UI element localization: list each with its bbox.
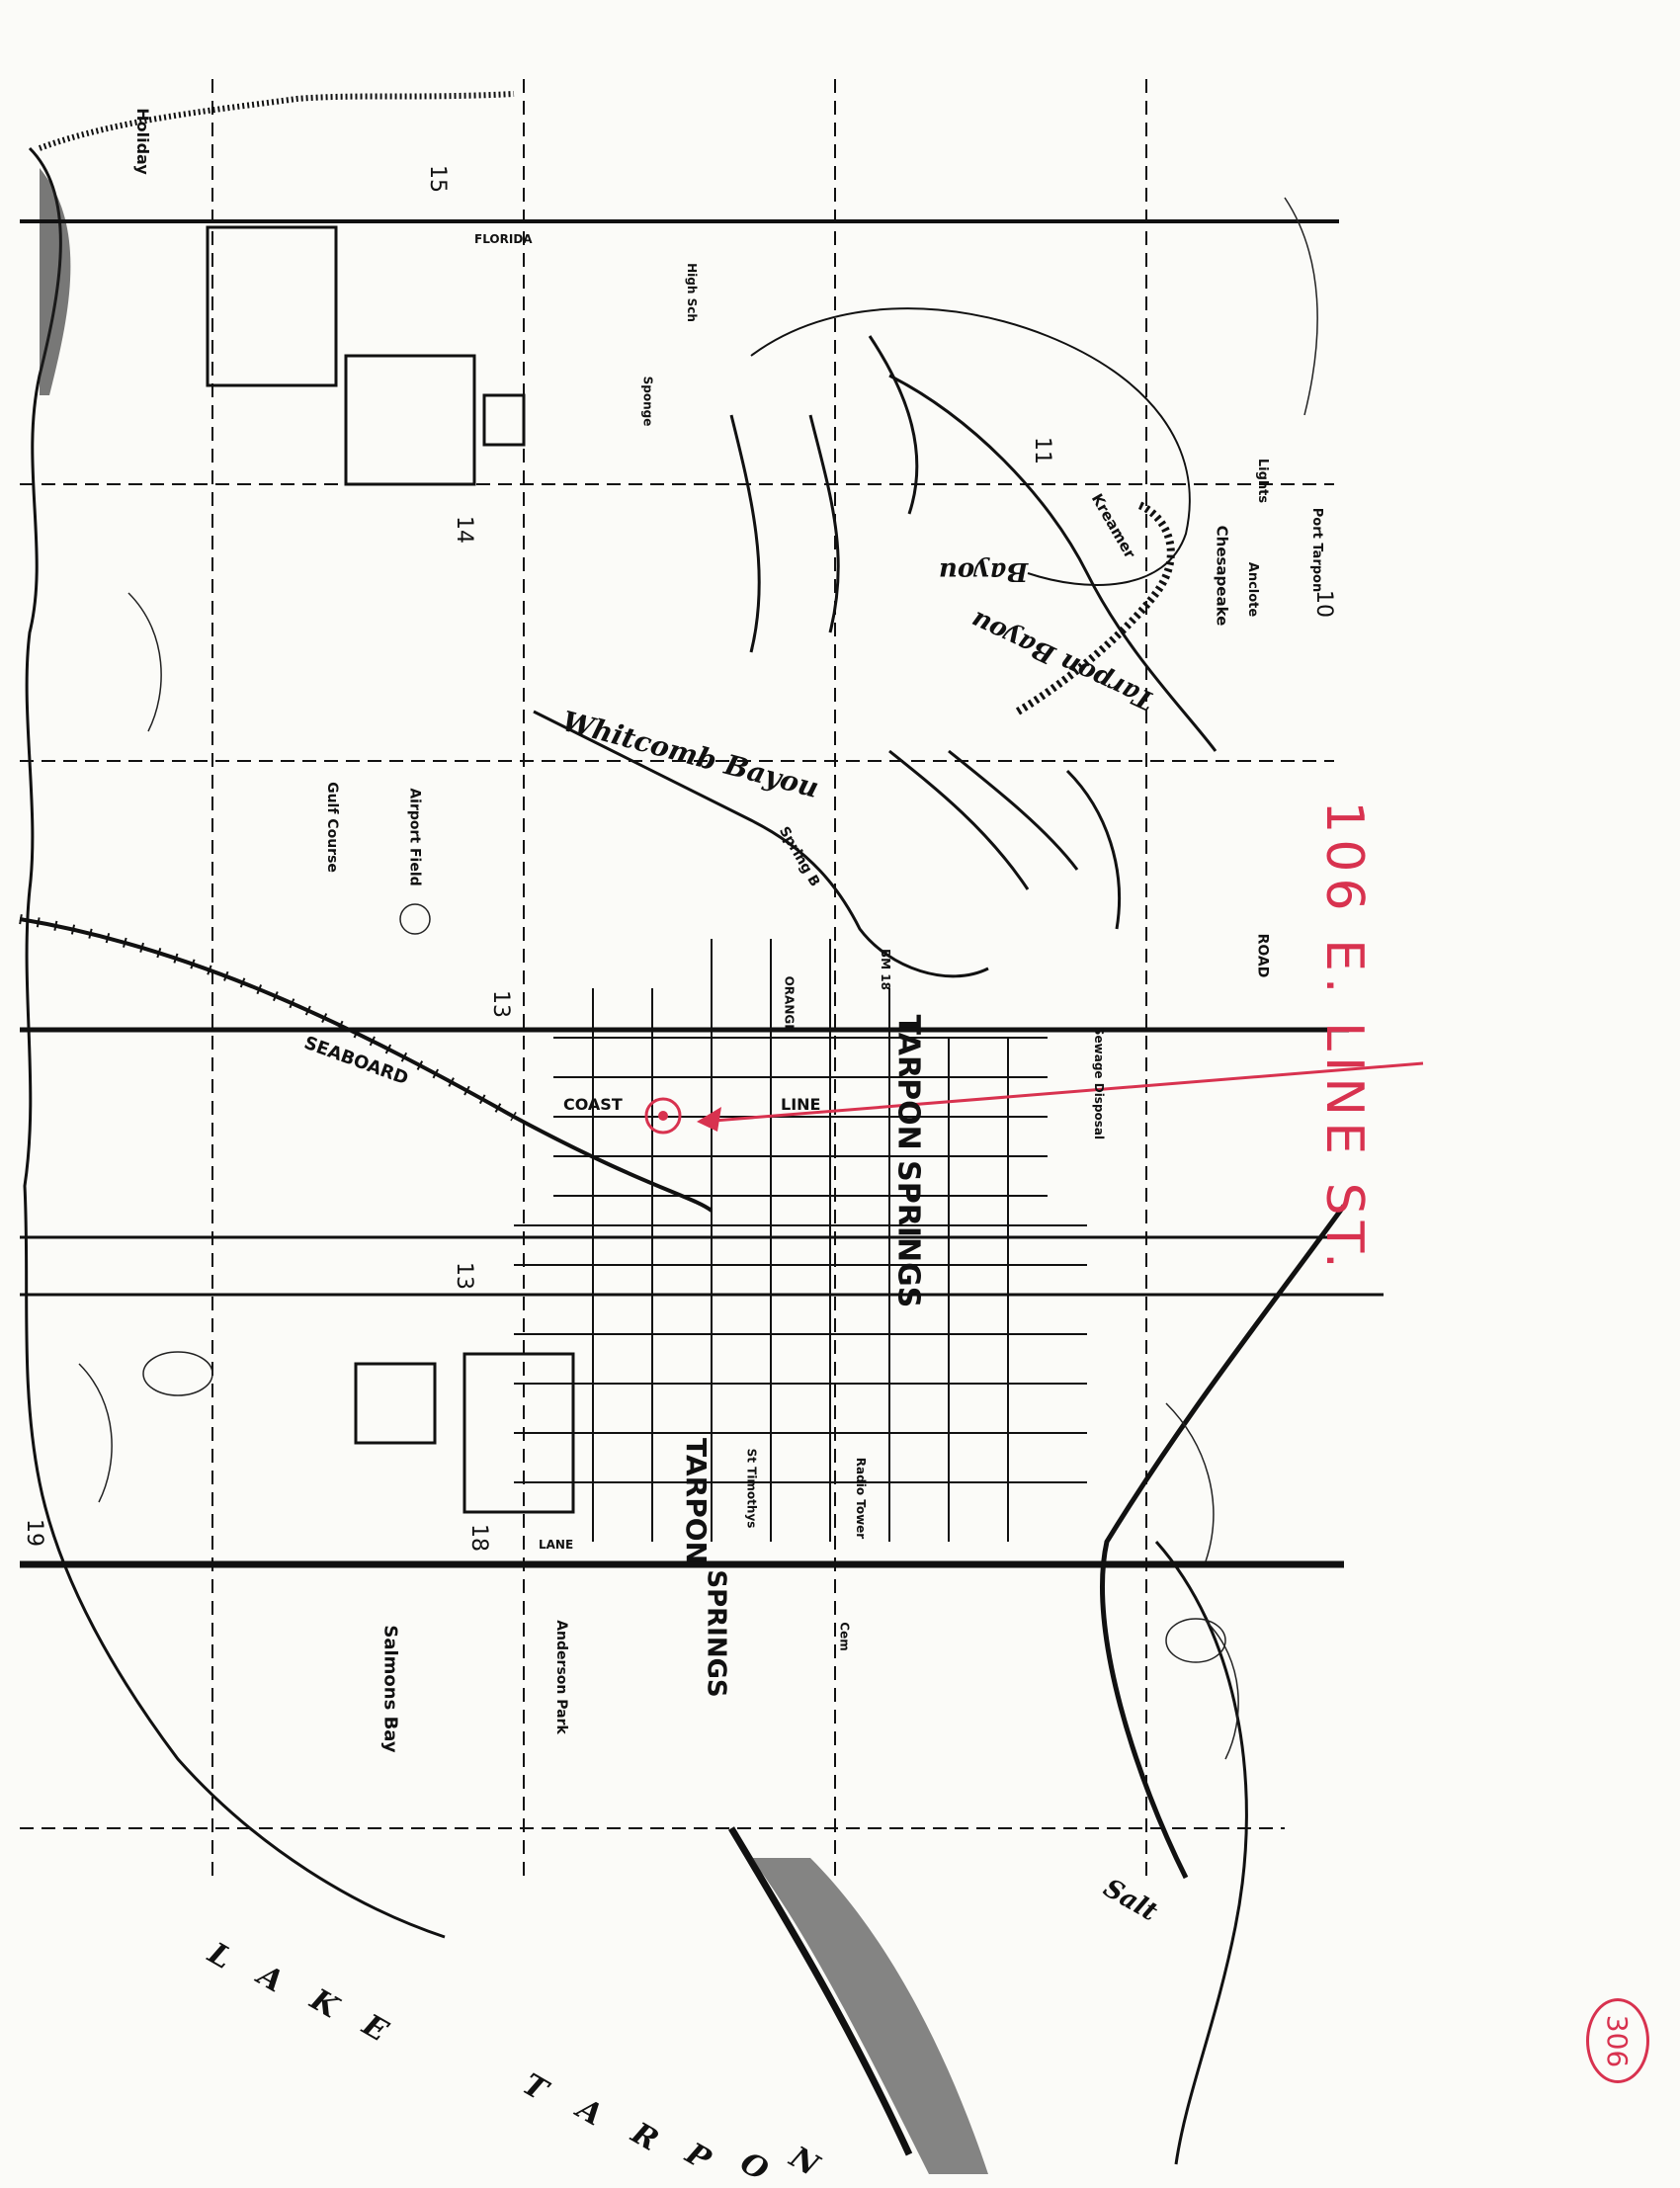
label-gulf-course: Gulf Course (323, 782, 340, 873)
tarpon-bayou-shore (1015, 500, 1175, 715)
address-annotation: 106 E. LINE ST. (1314, 800, 1374, 1275)
label-line: LINE (781, 1095, 821, 1114)
canal-subdivision (729, 335, 1121, 930)
contours (78, 197, 1318, 1760)
label-chesapeake: Chesapeake (1213, 525, 1231, 627)
label-lights: Lights (1255, 458, 1271, 504)
section-number-13a: 13 (488, 990, 513, 1018)
page-number-circle: 306 (1586, 1998, 1649, 2083)
label-lane: LANE (539, 1538, 574, 1552)
label-radio-tower: Radio Tower (854, 1457, 869, 1540)
section-number-19: 19 (22, 1519, 46, 1547)
label-tarpon-springs: TARPON SPRINGS (890, 1014, 926, 1308)
subdivision-blocks (206, 225, 575, 1514)
coastline (23, 146, 446, 1939)
railroad-east (1099, 1204, 1347, 1880)
railroad (19, 917, 714, 1213)
section-number-11: 11 (1030, 437, 1054, 464)
label-st-timothys: St Timothys (744, 1448, 759, 1529)
lake-shoreline (727, 1826, 913, 2156)
label-port-tarpon: Port Tarpon (1309, 507, 1325, 593)
label-sewage-disposal: Sewage Disposal (1092, 1026, 1107, 1140)
bayou-basin (750, 307, 1191, 586)
salt-lake-shore (1154, 1541, 1248, 2165)
label-airport-field: Airport Field (406, 788, 423, 886)
label-sponge: Sponge (640, 376, 655, 427)
location-marker-dot (658, 1111, 668, 1121)
section-number-15: 15 (425, 165, 450, 193)
section-number-14: 14 (452, 516, 476, 544)
label-anderson-park: Anderson Park (552, 1620, 569, 1734)
label-florida: FLORIDA (474, 232, 533, 246)
holiday-shore (38, 91, 515, 151)
section-number-10: 10 (1311, 590, 1336, 618)
label-springs: SPRINGS (701, 1569, 731, 1698)
label-anclote: Anclote (1245, 561, 1261, 618)
label-road: ROAD (1254, 933, 1271, 978)
section-number-13b: 13 (452, 1262, 476, 1290)
label-orange: ORANGE (782, 975, 797, 1033)
section-lines (20, 79, 1334, 1878)
lake-shoreline-fill (751, 1858, 988, 2174)
tarpon-bayou (888, 374, 1218, 752)
annotation-arrow (701, 1061, 1424, 1124)
annotation-arrowhead (697, 1107, 721, 1132)
section-number-18: 18 (466, 1524, 491, 1552)
coastal-marsh (40, 168, 71, 395)
label-high-sch: High Sch (684, 263, 699, 322)
page-number: 306 (1601, 2014, 1635, 2067)
street-grid (514, 939, 1087, 1542)
label-bayou: Bayou (939, 556, 1029, 586)
whitcomb-bayou (533, 710, 989, 978)
railroad-ties (19, 914, 517, 1122)
label-bm: BM 18 (878, 949, 892, 990)
label-salmons-bay: Salmons Bay (379, 1625, 401, 1753)
label-holiday: Holiday (132, 108, 152, 175)
label-cem: Cem (837, 1622, 852, 1651)
location-marker (644, 1097, 682, 1135)
label-tarpon: TARPON (679, 1438, 713, 1564)
label-coast: COAST (563, 1095, 623, 1114)
